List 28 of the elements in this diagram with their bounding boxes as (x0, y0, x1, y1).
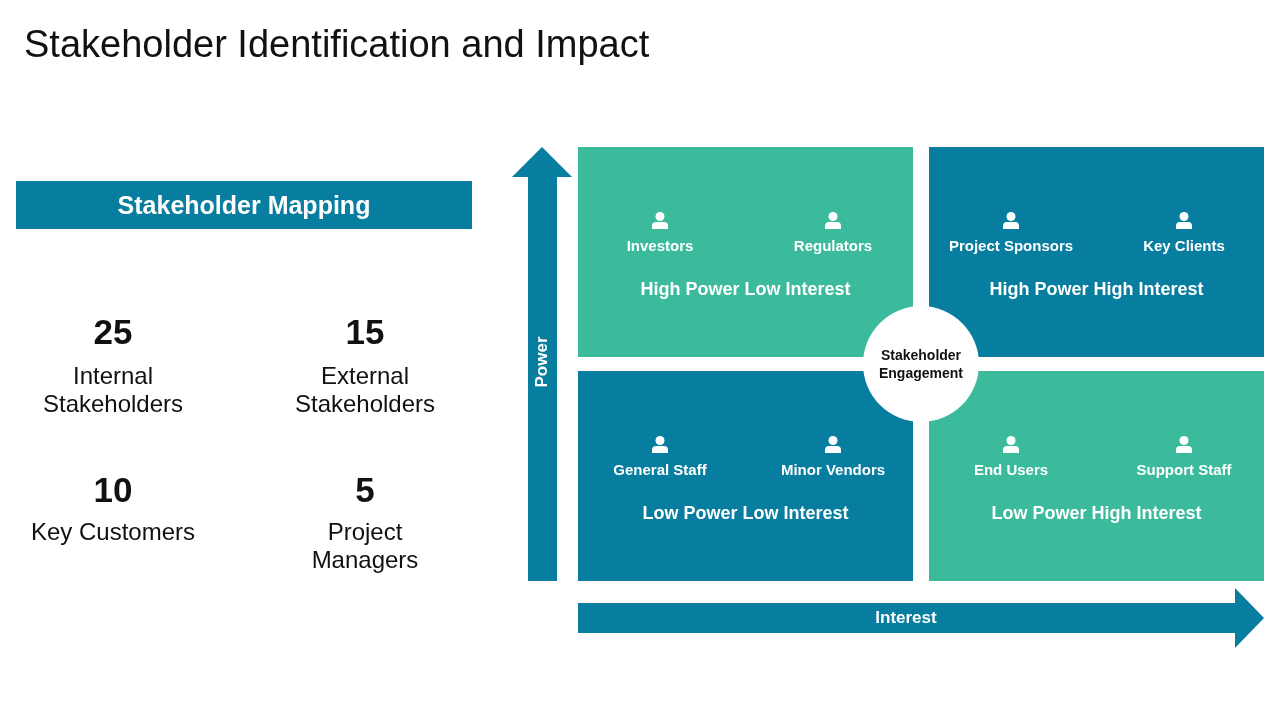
stakeholder-name: Key Clients (1142, 236, 1226, 256)
stat-number: 25 (92, 312, 134, 352)
header-banner (16, 181, 472, 229)
axis-label: Interest (874, 608, 938, 628)
stakeholder-name: Minor Vendors (779, 460, 887, 480)
circle-label: Stakeholder Engagement (878, 346, 964, 382)
stat-label: Internal Stakeholders (41, 362, 185, 418)
axis-arrow (578, 588, 1264, 648)
axis-arrow (512, 147, 572, 581)
stakeholder-name: Project Sponsors (947, 236, 1075, 256)
axis-label: Power (532, 335, 552, 390)
quadrant-label: High Power Low Interest (639, 278, 852, 300)
quadrant-label: Low Power Low Interest (641, 502, 850, 524)
stakeholder-name: End Users (972, 460, 1050, 480)
stat-number: 15 (344, 312, 386, 352)
stakeholder-name: Support Staff (1135, 460, 1233, 480)
stakeholder-name: General Staff (612, 460, 708, 480)
stakeholder-name: Regulators (792, 236, 874, 256)
stat-number: 5 (354, 470, 376, 510)
stat-number: 10 (92, 470, 134, 510)
stat-label: External Stakeholders (293, 362, 437, 418)
stat-label: Project Managers (310, 518, 420, 574)
page-title: Stakeholder Identification and Impact (24, 22, 650, 66)
quadrant-label: High Power High Interest (988, 278, 1205, 300)
stat-label: Key Customers (29, 518, 197, 546)
stakeholder-name: Investors (625, 236, 695, 256)
quadrant-label: Low Power High Interest (990, 502, 1203, 524)
banner-title: Stakeholder Mapping (117, 190, 371, 220)
